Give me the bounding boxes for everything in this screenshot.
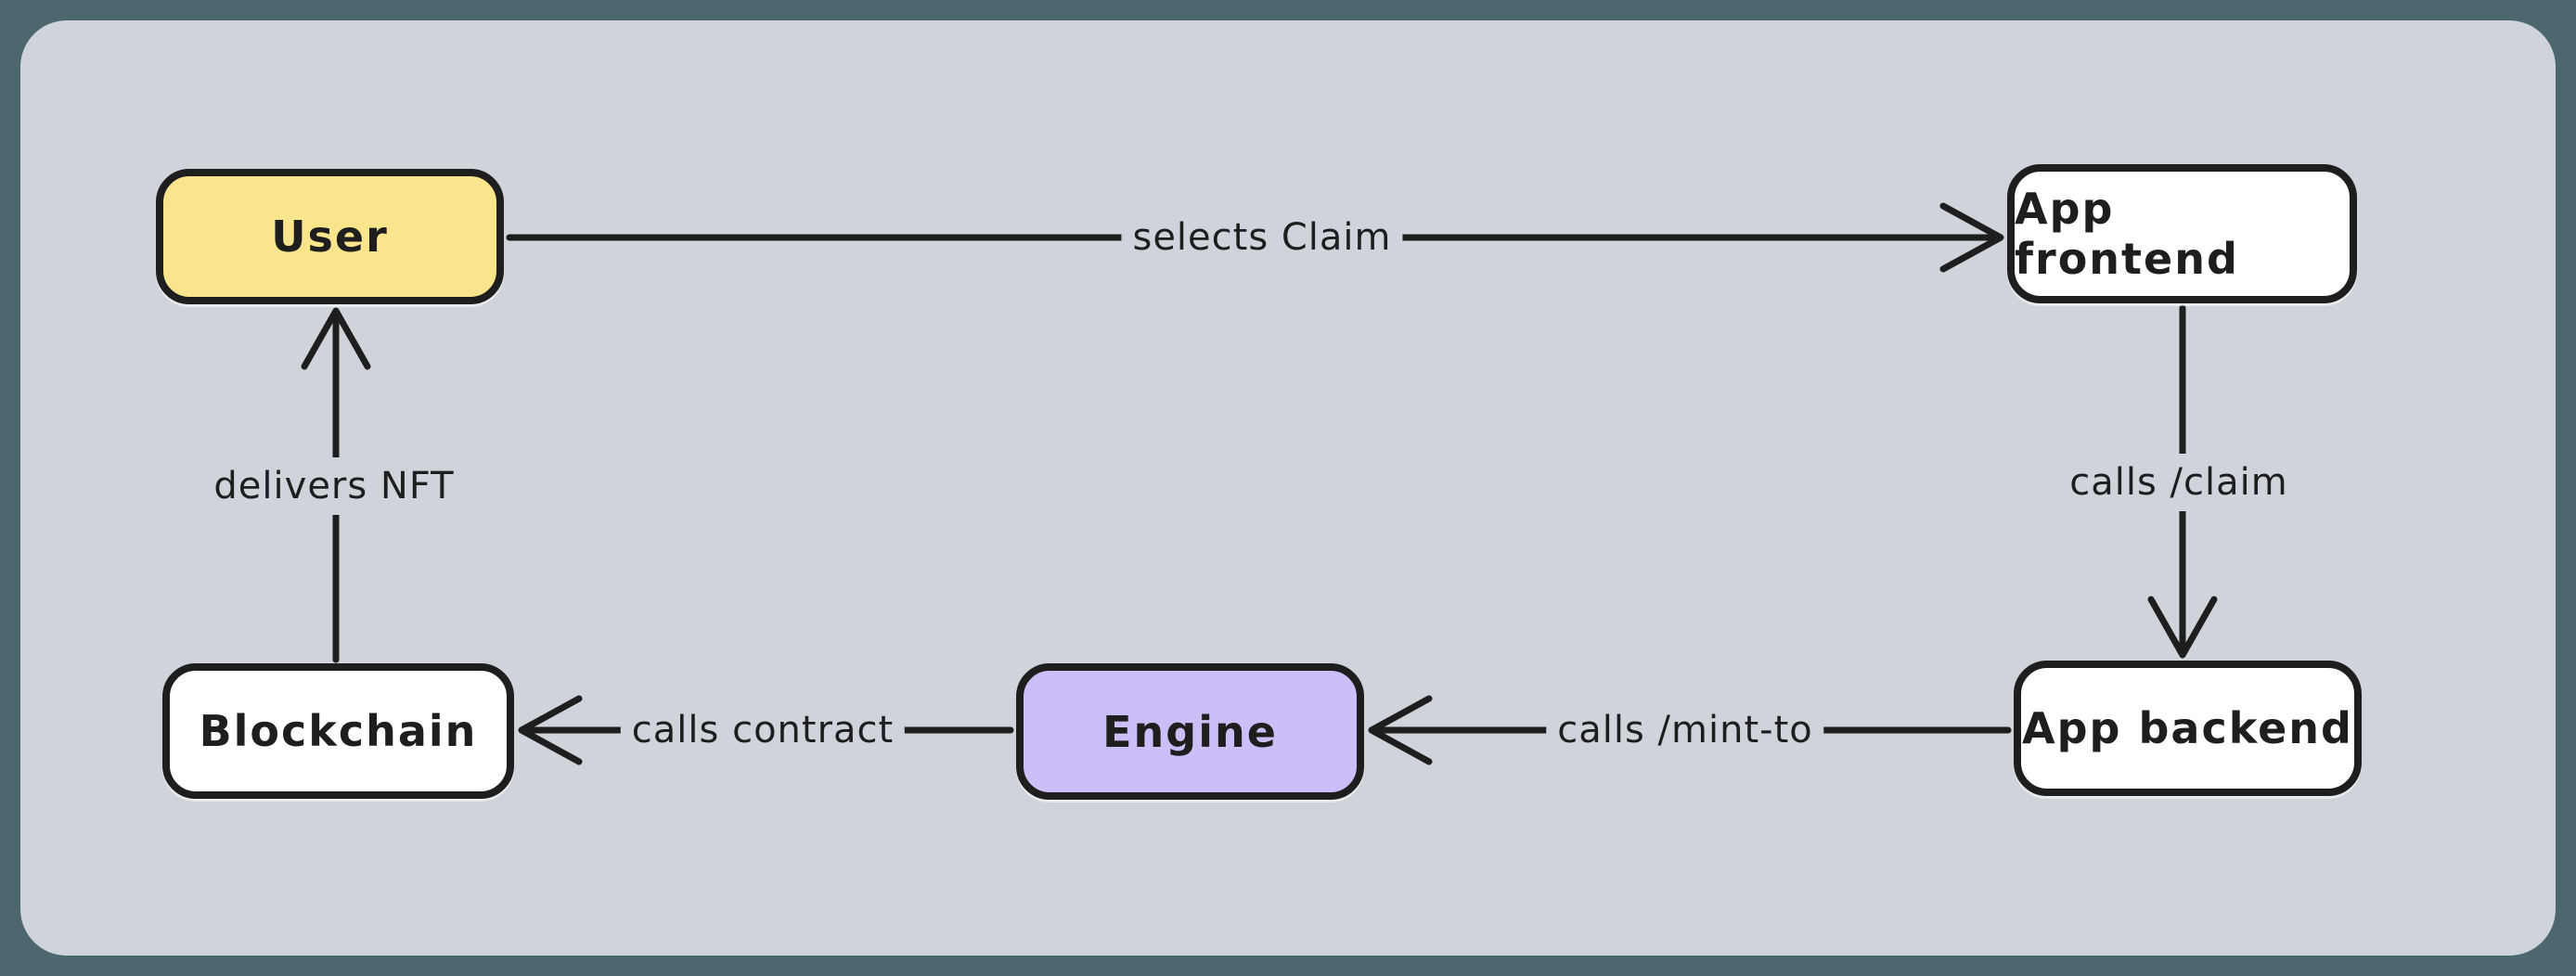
node-engine-label: Engine <box>1102 706 1278 757</box>
edge-calls-claim-arrowhead-icon <box>2147 596 2218 659</box>
node-app-backend-label: App backend <box>2022 703 2353 753</box>
node-blockchain-label: Blockchain <box>199 706 478 756</box>
edge-delivers-nft-arrowhead-icon <box>301 307 371 370</box>
node-user[interactable]: User <box>156 169 504 304</box>
edge-selects-claim-arrowhead-icon <box>1939 202 2004 273</box>
node-app-frontend[interactable]: App frontend <box>2007 164 2357 303</box>
node-app-frontend-label: App frontend <box>2015 184 2239 284</box>
edge-calls-contract-arrowhead-icon <box>518 695 583 765</box>
node-app-backend[interactable]: App backend <box>2014 661 2362 796</box>
edge-label-calls-mint-to[interactable]: calls /mint-to <box>1546 701 1824 759</box>
node-user-label: User <box>271 212 389 262</box>
edge-label-calls-claim[interactable]: calls /claim <box>2058 454 2299 511</box>
node-blockchain[interactable]: Blockchain <box>162 663 514 799</box>
edge-label-calls-contract[interactable]: calls contract <box>620 701 906 759</box>
edge-label-delivers-nft[interactable]: delivers NFT <box>202 457 466 515</box>
edge-calls-mint-to-arrowhead-icon <box>1368 695 1433 765</box>
node-engine[interactable]: Engine <box>1016 663 1364 800</box>
edge-label-selects-claim[interactable]: selects Claim <box>1121 209 1403 266</box>
